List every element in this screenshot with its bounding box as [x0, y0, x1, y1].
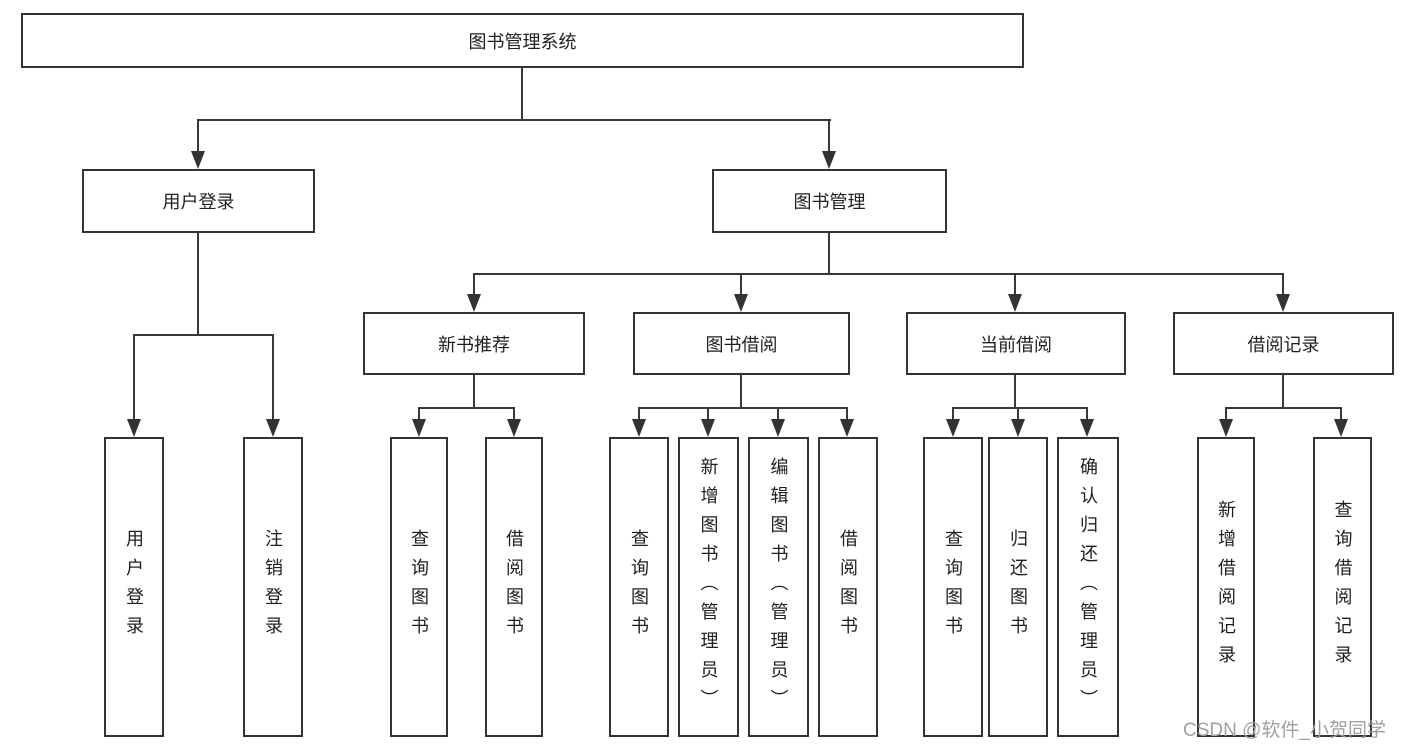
leaf-edit-books-admin-label: 编辑图书（管理员）	[768, 456, 789, 718]
leaf-query-books-borrow-label: 查询图书	[629, 529, 649, 645]
leaf-borrow-books-recommend-label: 借阅图书	[504, 529, 524, 645]
arrowhead-icon	[701, 419, 715, 437]
node-root-label: 图书管理系统	[468, 31, 577, 52]
leaf-confirm-return-admin: 确认归还（管理员）	[1057, 437, 1119, 737]
leaf-query-books-recommend: 查询图书	[390, 437, 448, 737]
connector-line	[1017, 407, 1019, 422]
connector-line	[638, 407, 640, 422]
arrowhead-icon	[946, 419, 960, 437]
leaf-user-login: 用户登录	[104, 437, 164, 737]
leaf-query-books-recommend-label: 查询图书	[409, 529, 429, 645]
connector-line	[952, 407, 954, 422]
connector-line	[1086, 407, 1088, 422]
connector-line	[197, 119, 831, 121]
arrowhead-icon	[840, 419, 854, 437]
arrowhead-icon	[632, 419, 646, 437]
connector-line	[828, 119, 830, 155]
connector-line	[638, 407, 848, 409]
node-user-login-label: 用户登录	[162, 192, 235, 212]
connector-line	[197, 233, 199, 336]
leaf-borrow-books-label: 借阅图书	[838, 529, 858, 645]
connector-line	[740, 273, 742, 297]
leaf-query-borrow-record: 查询借阅记录	[1313, 437, 1372, 737]
node-current-borrow: 当前借阅	[906, 312, 1126, 375]
leaf-logout-label: 注销登录	[263, 529, 283, 645]
arrowhead-icon	[771, 419, 785, 437]
leaf-confirm-return-admin-label: 确认归还（管理员）	[1078, 456, 1098, 718]
leaf-add-borrow-record: 新增借阅记录	[1197, 437, 1255, 737]
connector-line	[777, 407, 779, 422]
leaf-borrow-books-recommend: 借阅图书	[485, 437, 543, 737]
node-current-borrow-label: 当前借阅	[980, 334, 1052, 355]
connector-line	[1014, 273, 1016, 297]
connector-line	[1014, 375, 1016, 409]
connector-line	[473, 273, 1284, 275]
node-user-login: 用户登录	[82, 169, 315, 233]
connector-line	[473, 375, 475, 409]
arrowhead-icon	[734, 294, 748, 312]
node-book-borrow-label: 图书借阅	[705, 334, 778, 355]
arrowhead-icon	[467, 294, 481, 312]
connector-line	[1225, 407, 1342, 409]
connector-line	[1282, 375, 1284, 409]
leaf-query-borrow-record-label: 查询借阅记录	[1332, 500, 1353, 674]
arrowhead-icon	[1008, 294, 1022, 312]
node-borrow-records-label: 借阅记录	[1247, 334, 1320, 355]
node-book-management-label: 图书管理	[793, 192, 866, 212]
connector-line	[133, 334, 274, 336]
node-new-book-recommend: 新书推荐	[363, 312, 585, 375]
arrowhead-icon	[1219, 419, 1233, 437]
arrowhead-icon	[412, 419, 426, 437]
leaf-add-borrow-record-label: 新增借阅记录	[1216, 500, 1236, 674]
arrowhead-icon	[822, 151, 836, 169]
arrowhead-icon	[1276, 294, 1290, 312]
leaf-logout: 注销登录	[243, 437, 303, 737]
connector-line	[272, 334, 274, 422]
connector-line	[707, 407, 709, 422]
connector-line	[521, 68, 523, 121]
leaf-user-login-label: 用户登录	[124, 529, 144, 645]
node-root: 图书管理系统	[21, 13, 1024, 68]
leaf-return-books: 归还图书	[988, 437, 1048, 737]
node-book-borrow: 图书借阅	[633, 312, 850, 375]
connector-line	[846, 407, 848, 422]
connector-line	[513, 407, 515, 422]
connector-line	[828, 233, 830, 275]
connector-line	[418, 407, 515, 409]
leaf-add-books-admin: 新增图书（管理员）	[678, 437, 739, 737]
connector-line	[952, 407, 1088, 409]
leaf-query-books-current-label: 查询图书	[943, 529, 963, 645]
arrowhead-icon	[266, 419, 280, 437]
arrowhead-icon	[1334, 419, 1348, 437]
connector-line	[1282, 273, 1284, 297]
arrowhead-icon	[507, 419, 521, 437]
leaf-add-books-admin-label: 新增图书（管理员）	[698, 456, 719, 718]
node-book-management: 图书管理	[712, 169, 947, 233]
leaf-return-books-label: 归还图书	[1008, 529, 1028, 645]
leaf-edit-books-admin: 编辑图书（管理员）	[748, 437, 809, 737]
leaf-borrow-books: 借阅图书	[818, 437, 878, 737]
connector-line	[1340, 407, 1342, 422]
arrowhead-icon	[1080, 419, 1094, 437]
watermark-text: CSDN @软件_小贺同学	[1183, 720, 1386, 741]
connector-line	[740, 375, 742, 409]
leaf-query-books-borrow: 查询图书	[609, 437, 669, 737]
leaf-query-books-current: 查询图书	[923, 437, 983, 737]
connector-line	[133, 334, 135, 422]
arrowhead-icon	[1011, 419, 1025, 437]
connector-line	[197, 119, 199, 155]
arrowhead-icon	[127, 419, 141, 437]
connector-line	[418, 407, 420, 422]
node-new-book-recommend-label: 新书推荐	[438, 334, 510, 355]
connector-line	[473, 273, 475, 297]
arrowhead-icon	[191, 151, 205, 169]
node-borrow-records: 借阅记录	[1173, 312, 1394, 375]
connector-line	[1225, 407, 1227, 422]
